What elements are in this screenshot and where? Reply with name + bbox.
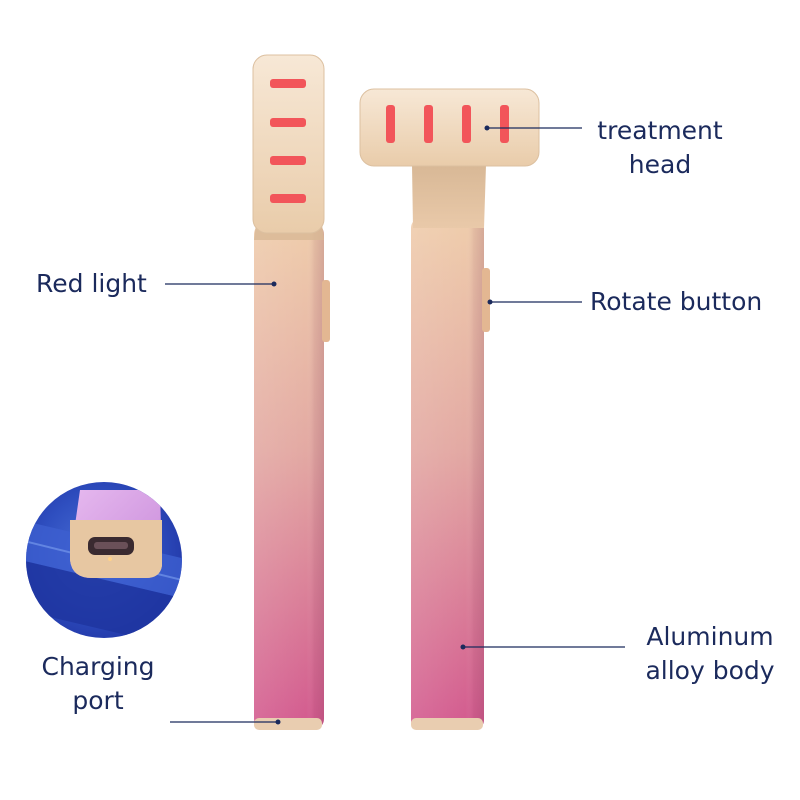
led-bar xyxy=(424,105,433,143)
leader-lines xyxy=(165,125,625,725)
led-bar xyxy=(386,105,395,143)
label-line: treatment xyxy=(597,116,723,145)
left-red-leds xyxy=(270,79,306,203)
left-device xyxy=(252,54,330,730)
led-bar xyxy=(500,105,509,143)
right-side-button xyxy=(482,268,490,332)
led-bar xyxy=(462,105,471,143)
right-red-leds xyxy=(386,105,509,143)
label-line: Rotate button xyxy=(590,287,763,316)
label-red-light: Red light xyxy=(36,267,147,301)
label-charging-port: Charging port xyxy=(18,650,178,718)
label-rotate-button: Rotate button xyxy=(590,285,762,319)
label-line: alloy body xyxy=(645,656,775,685)
right-device-neck xyxy=(412,165,486,228)
label-aluminum-body: Aluminum alloy body xyxy=(630,620,790,688)
led-bar xyxy=(270,118,306,127)
label-line: head xyxy=(628,150,692,179)
label-line: Charging xyxy=(41,652,155,681)
right-device xyxy=(359,88,540,730)
led-bar xyxy=(270,194,306,203)
label-line: Red light xyxy=(36,269,147,298)
label-treatment-head: treatment head xyxy=(590,114,730,182)
label-line: Aluminum xyxy=(646,622,774,651)
label-line: port xyxy=(72,686,124,715)
charging-port-inset xyxy=(26,482,182,638)
led-bar xyxy=(270,79,306,88)
left-treatment-head xyxy=(252,54,325,234)
left-side-button xyxy=(322,280,330,342)
led-bar xyxy=(270,156,306,165)
